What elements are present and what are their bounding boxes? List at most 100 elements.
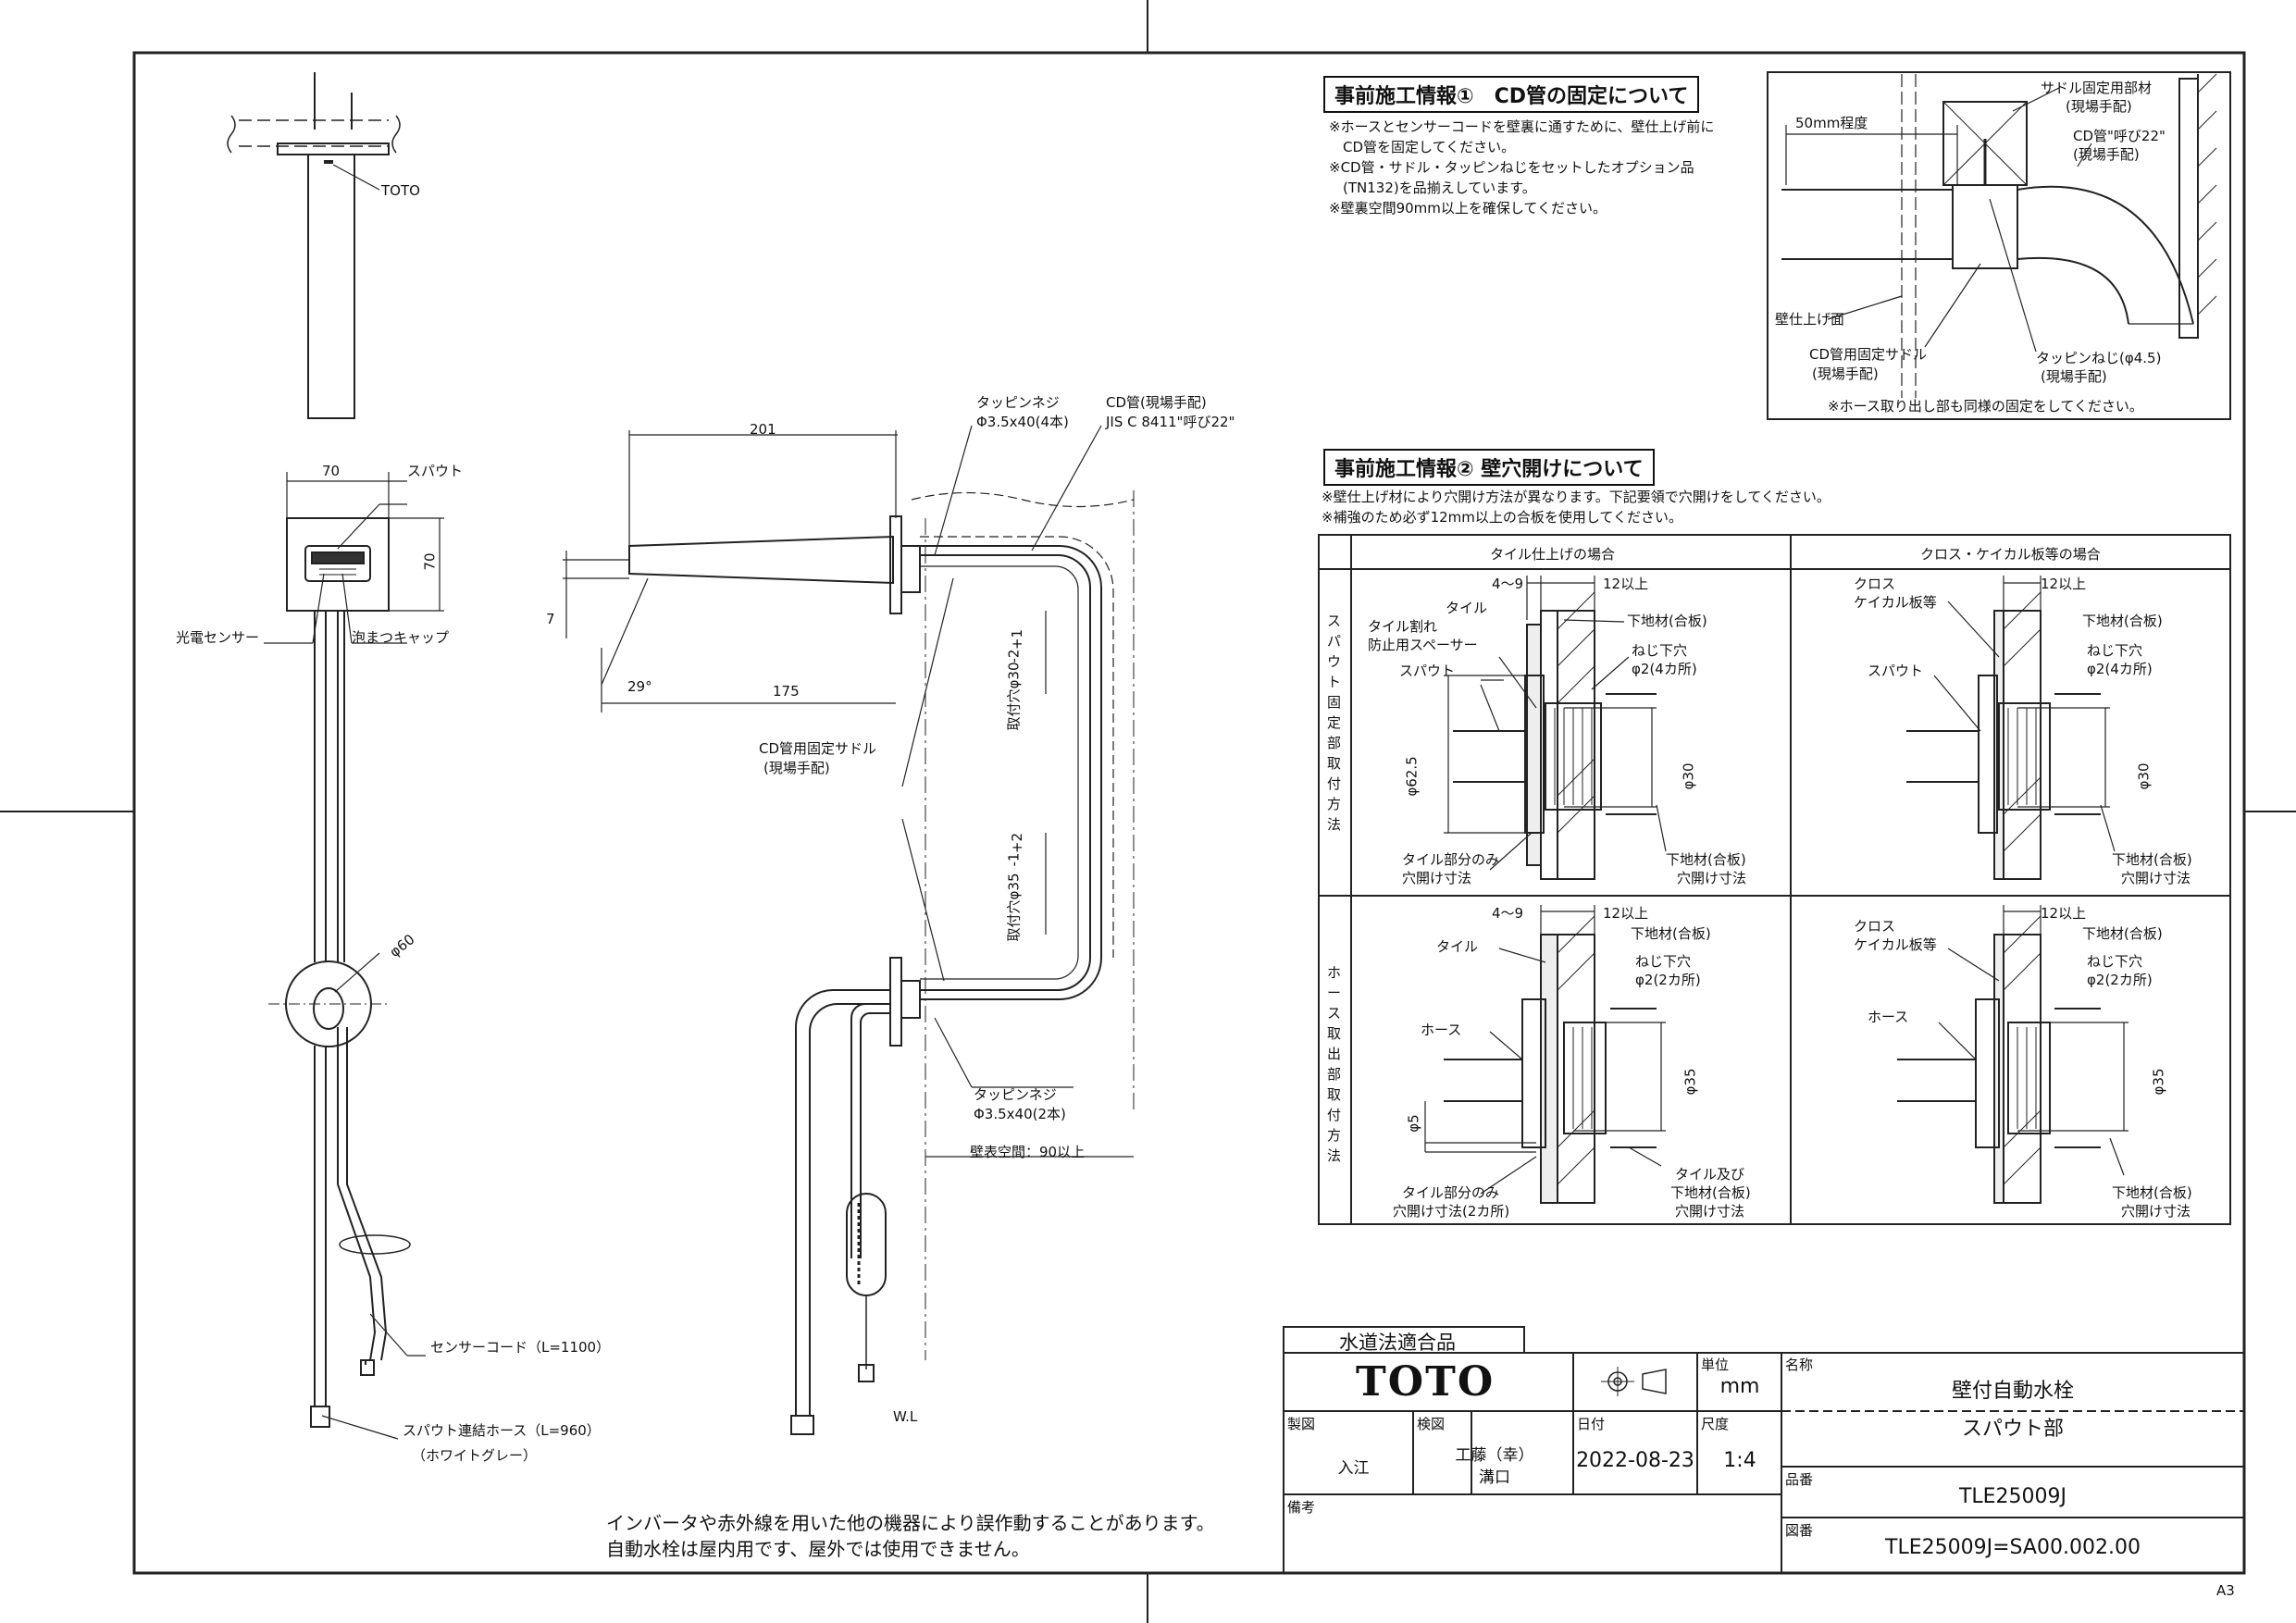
side-hole-30-tol-plus: +1	[1009, 628, 1026, 650]
hc-screw-2: φ2(2カ所)	[2087, 972, 2153, 988]
st-cut-2: 穴開け寸法	[1402, 870, 1472, 886]
ht-base-3: 穴開け寸法	[1675, 1203, 1745, 1220]
hc-cross-2: ケイカル板等	[1854, 936, 1937, 953]
ht-d12: 12以上	[1603, 905, 1649, 922]
sc-cross-1: クロス	[1854, 576, 1896, 592]
side-angle: 29°	[627, 678, 652, 695]
sc-spout: スパウト	[1868, 663, 1924, 679]
front-dim-height: 70	[421, 552, 439, 571]
info1-note-1: ※ホースとセンサーコードを壁裏に通すために、壁仕上げ前に	[1329, 118, 1715, 135]
hc-screw-1: ねじ下穴	[2087, 953, 2143, 970]
tb-compliance: 水道法適合品	[1339, 1332, 1456, 1354]
side-tapping-bot-1: タッピンネジ	[974, 1086, 1057, 1103]
side-hole-30: 取付穴φ30	[1005, 662, 1023, 731]
detail-saddle-member-2: (現場手配)	[2066, 98, 2132, 115]
front-label-photo-sensor: 光電センサー	[176, 629, 260, 646]
detail-footnote: ※ホース取り出し部も同様の固定をしてください。	[1828, 398, 2143, 415]
side-hole-30-tol-minus: -2	[1005, 649, 1023, 663]
hc-hose: ホース	[1868, 1009, 1909, 1025]
info1-note-3: ※CD管・サドル・タッピンねじをセットしたオプション品	[1329, 159, 1694, 176]
front-label-aerator-cap: 泡まつキャップ	[352, 629, 450, 646]
st-spout: スパウト	[1399, 663, 1456, 679]
detail-tapping-2: (現場手配)	[2041, 368, 2107, 385]
tb-drawing-no: TLE25009J=SA00.002.00	[1885, 1536, 2141, 1559]
tb-drawing-no-label: 図番	[1785, 1522, 1814, 1539]
tb-remarks-label: 備考	[1287, 1499, 1316, 1516]
info1-title: 事前施工情報① CD管の固定について	[1323, 76, 1700, 113]
st-d49: 4〜9	[1492, 576, 1524, 592]
tb-name-label: 名称	[1785, 1357, 1814, 1373]
st-spacer-1: タイル割れ	[1368, 618, 1438, 635]
sheet-size: A3	[2216, 1582, 2235, 1599]
info2-title: 事前施工情報② 壁穴開けについて	[1323, 449, 1655, 486]
ht-tile: タイル	[1436, 938, 1479, 955]
st-d30: φ30	[1680, 762, 1697, 790]
side-tapping-top-1: タッピンネジ	[976, 394, 1060, 411]
info1-note-2: CD管を固定してください。	[1329, 139, 1516, 155]
st-d625: φ62.5	[1403, 756, 1421, 797]
side-view	[563, 425, 1135, 1435]
info2-note-1: ※壁仕上げ材により穴開け方法が異なります。下記要領で穴開けをしてください。	[1322, 489, 1831, 505]
detail-dim-50: 50mm程度	[1795, 115, 1868, 131]
sheet-border	[132, 51, 2246, 1575]
ht-base: 下地材(合板)	[1631, 925, 1711, 942]
front-dim-width: 70	[322, 463, 341, 479]
sc-screw-1: ねじ下穴	[2087, 642, 2143, 659]
hc-base: 下地材(合板)	[2082, 925, 2163, 942]
st-tile: タイル	[1446, 600, 1488, 616]
tb-unit-label: 単位	[1701, 1357, 1730, 1373]
detail-cd-pipe-1: CD管"呼び22"	[2073, 128, 2166, 144]
wall-hole-table	[1318, 534, 2231, 1225]
table-col-tile: タイル仕上げの場合	[1490, 546, 1616, 563]
tb-part-label: 品番	[1785, 1471, 1814, 1488]
ht-d35: φ35	[1682, 1068, 1699, 1096]
sc-screw-2: φ2(4カ所)	[2087, 661, 2153, 677]
caution-line-2: 自動水栓は屋内用です、屋外では使用できません。	[606, 1538, 1030, 1560]
sc-d12: 12以上	[2041, 576, 2087, 592]
sc-base-2: 穴開け寸法	[2121, 870, 2191, 886]
ht-cut-1: タイル部分のみ	[1402, 1184, 1500, 1201]
side-dim-175: 175	[773, 683, 800, 700]
detail-wall-face: 壁仕上げ面	[1775, 311, 1845, 328]
tb-logo: TOTO	[1356, 1358, 1496, 1406]
ht-base-2: 下地材(合板)	[1670, 1184, 1751, 1201]
info1-note-5: ※壁裏空間90mm以上を確保してください。	[1329, 200, 1607, 217]
title-block-frame	[1283, 1326, 2245, 1574]
st-cut-1: タイル部分のみ	[1402, 851, 1500, 868]
side-hole-35-tol-plus: +2	[1009, 832, 1026, 854]
top-view	[227, 72, 401, 419]
tb-unit: mm	[1719, 1375, 1760, 1398]
front-label-hose-color: （ホワイトグレー）	[412, 1447, 538, 1464]
tb-part: TLE25009J	[1958, 1485, 2067, 1508]
side-tapping-bot-2: Φ3.5x40(2本)	[974, 1106, 1066, 1122]
ht-d49: 4〜9	[1492, 905, 1524, 922]
tb-checked-2: 溝口	[1479, 1468, 1510, 1487]
sc-base-1: 下地材(合板)	[2112, 851, 2192, 868]
side-saddle-2: (現場手配)	[763, 760, 830, 776]
side-hole-35-tol-minus: -1	[1005, 852, 1023, 867]
detail-tapping-1: タッピンねじ(φ4.5)	[2036, 350, 2162, 366]
detail-cd-saddle-1: CD管用固定サドル	[1809, 346, 1928, 363]
tb-name-1: 壁付自動水栓	[1951, 1380, 2074, 1403]
detail-saddle-member-1: サドル固定用部材	[2041, 80, 2153, 96]
cell-spout-cloth	[1906, 576, 2116, 880]
info1-note-4: (TN132)を品揃えしています。	[1329, 180, 1536, 196]
front-label-hose: スパウト連結ホース（L=960）	[403, 1422, 601, 1439]
ht-cut-2: 穴開け寸法(2カ所)	[1393, 1203, 1510, 1220]
front-view	[264, 472, 444, 1440]
tb-drawn-label: 製図	[1287, 1416, 1316, 1432]
side-cd-pipe-1: CD管(現場手配)	[1106, 394, 1207, 411]
detail-cd-saddle-2: (現場手配)	[1812, 365, 1879, 382]
ht-screw-1: ねじ下穴	[1635, 953, 1692, 970]
ht-base-1: タイル及び	[1675, 1166, 1745, 1183]
table-row-spout: スパウト固定部取付方法	[1327, 613, 1342, 833]
caution-line-1: インバータや赤外線を用いた他の機器により誤作動することがあります。	[606, 1512, 1215, 1534]
hc-cross-1: クロス	[1854, 918, 1896, 935]
hc-base-1: 下地材(合板)	[2112, 1184, 2192, 1201]
tb-drawn: 入江	[1337, 1459, 1370, 1478]
hc-d35: φ35	[2150, 1068, 2167, 1096]
table-row-hose: ホース取出部取付方法	[1327, 964, 1342, 1164]
tb-checked-label: 検図	[1417, 1416, 1446, 1432]
side-saddle-1: CD管用固定サドル	[759, 740, 877, 757]
tb-date-label: 日付	[1577, 1416, 1606, 1432]
